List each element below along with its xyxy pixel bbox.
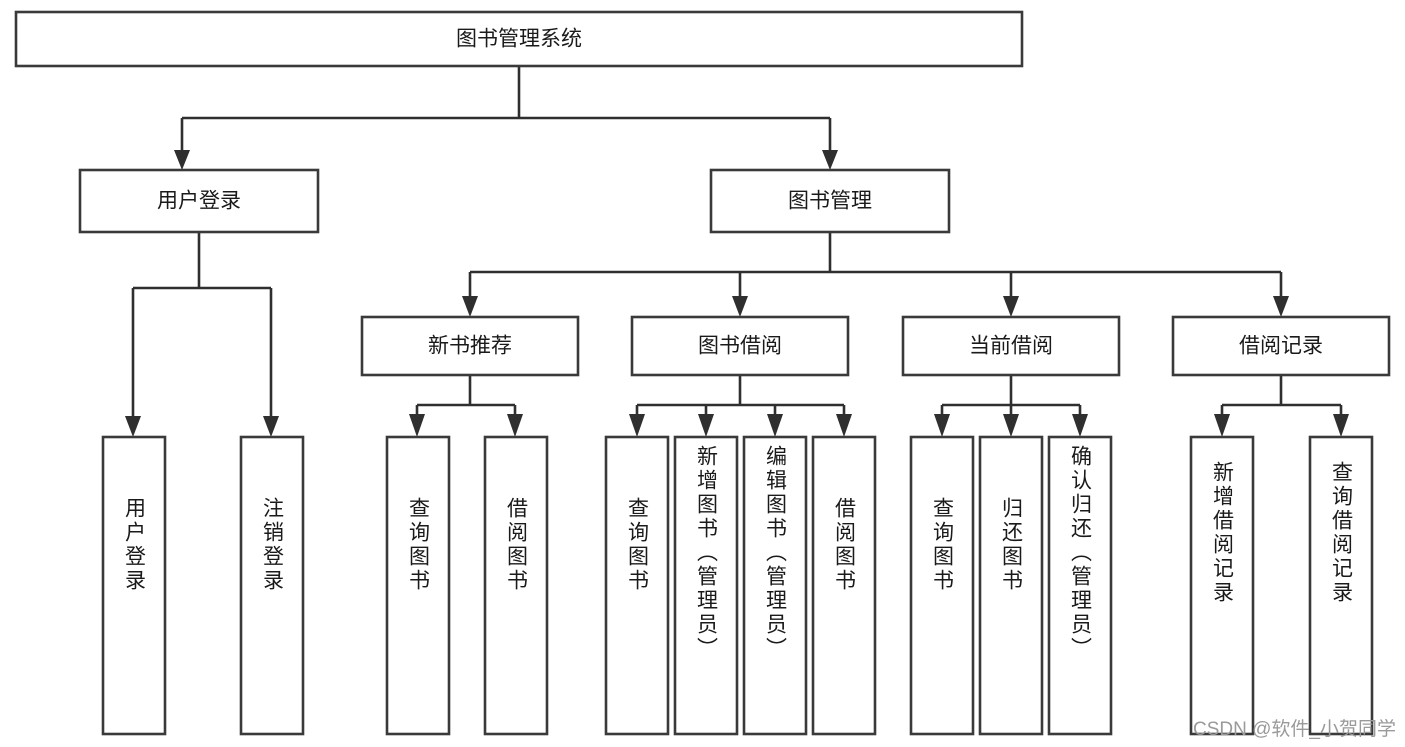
connector-bookmgmt-to-level3	[462, 232, 1289, 317]
leaf-box-borrowrecord-2[interactable]	[1308, 435, 1374, 736]
node-user-login-label: 用户登录	[157, 190, 241, 213]
node-book-borrow-label: 图书借阅	[698, 335, 782, 358]
leaf-box-user-login-1[interactable]	[101, 435, 167, 736]
connector-root-to-level2	[174, 66, 838, 170]
connector-currentborrow-to-leaves	[934, 375, 1088, 437]
node-new-book-recommend[interactable]: 新书推荐	[360, 315, 580, 377]
node-borrow-record-label: 借阅记录	[1239, 335, 1323, 358]
node-book-management[interactable]: 图书管理	[709, 168, 951, 234]
node-book-borrow[interactable]: 图书借阅	[630, 315, 850, 377]
leaf-box-currentborrow-1[interactable]	[909, 435, 975, 736]
node-root[interactable]: 图书管理系统	[14, 10, 1024, 68]
leaf-box-newbook-1[interactable]	[385, 435, 451, 736]
leaf-box-bookborrow-4[interactable]	[811, 435, 877, 736]
node-new-book-recommend-label: 新书推荐	[428, 335, 512, 358]
connector-borrowrecord-to-leaves	[1214, 375, 1349, 437]
node-user-login[interactable]: 用户登录	[78, 168, 320, 234]
node-borrow-record[interactable]: 借阅记录	[1171, 315, 1391, 377]
leaf-box-bookborrow-2[interactable]	[673, 435, 739, 736]
leaf-box-bookborrow-3[interactable]	[742, 435, 808, 736]
node-current-borrow-label: 当前借阅	[969, 335, 1053, 358]
leaf-box-user-login-2[interactable]	[239, 435, 305, 736]
leaf-box-newbook-2[interactable]	[483, 435, 549, 736]
connector-bookborrow-to-leaves	[629, 375, 852, 437]
node-root-label: 图书管理系统	[456, 28, 582, 51]
leaf-box-bookborrow-1[interactable]	[604, 435, 670, 736]
connector-newbook-to-leaves	[409, 375, 523, 437]
node-current-borrow[interactable]: 当前借阅	[901, 315, 1121, 377]
leaf-box-currentborrow-2[interactable]	[978, 435, 1044, 736]
connector-userlogin-to-leaves	[125, 232, 279, 437]
leaf-box-currentborrow-3[interactable]	[1047, 435, 1113, 736]
node-book-management-label: 图书管理	[788, 190, 872, 213]
leaf-box-borrowrecord-1[interactable]	[1189, 435, 1255, 736]
